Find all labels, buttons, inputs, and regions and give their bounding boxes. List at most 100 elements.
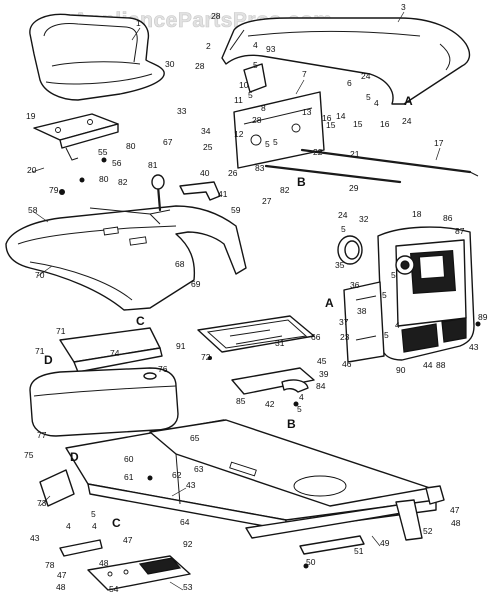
callout-28: 28 xyxy=(252,115,262,125)
callout-18: 18 xyxy=(412,209,422,219)
callout-20: 20 xyxy=(27,165,37,175)
callout-5: 5 xyxy=(265,139,270,149)
callout-46: 46 xyxy=(342,359,352,369)
side-bracket xyxy=(343,281,385,363)
callout-2: 2 xyxy=(206,41,211,51)
callout-52: 52 xyxy=(423,526,433,536)
callout-29: 29 xyxy=(349,183,359,193)
section-letter-b: B xyxy=(287,417,296,431)
callout-55: 55 xyxy=(98,147,108,157)
callout-76: 76 xyxy=(158,364,168,374)
callout-8: 8 xyxy=(261,103,266,113)
callout-26: 26 xyxy=(228,168,238,178)
callout-24: 24 xyxy=(338,210,348,220)
callout-71: 71 xyxy=(35,346,45,356)
callout-63: 63 xyxy=(194,464,204,474)
floor-pan xyxy=(197,315,315,353)
callout-16: 16 xyxy=(322,113,332,123)
callout-82: 82 xyxy=(118,177,128,187)
callout-64: 64 xyxy=(180,517,190,527)
callout-45: 45 xyxy=(317,356,327,366)
arm-40 xyxy=(179,181,221,201)
shift-lever xyxy=(149,174,171,215)
hardware-fasteners xyxy=(59,157,481,569)
callout-67: 67 xyxy=(163,137,173,147)
callout-22: 22 xyxy=(313,147,323,157)
rod-29 xyxy=(264,164,402,184)
section-letter-a: A xyxy=(404,94,413,108)
callout-17: 17 xyxy=(434,138,444,148)
callout-28: 28 xyxy=(195,61,205,71)
callout-93: 93 xyxy=(266,44,276,54)
callout-21: 21 xyxy=(350,149,360,159)
callout-47: 47 xyxy=(57,570,67,580)
callout-37: 37 xyxy=(339,317,349,327)
callout-74: 74 xyxy=(110,348,120,358)
callout-5: 5 xyxy=(366,92,371,102)
callout-7: 7 xyxy=(302,69,307,79)
bracket-93 xyxy=(243,63,267,93)
callout-39: 39 xyxy=(319,369,329,379)
callout-83: 83 xyxy=(255,163,265,173)
callout-81: 81 xyxy=(148,160,158,170)
callout-15: 15 xyxy=(326,120,336,130)
callout-28: 28 xyxy=(211,11,221,21)
callout-72: 72 xyxy=(201,352,211,362)
callout-5: 5 xyxy=(248,90,253,100)
callout-61: 61 xyxy=(124,472,134,482)
callout-89: 89 xyxy=(478,312,488,322)
callout-38: 38 xyxy=(357,306,367,316)
callout-85: 85 xyxy=(236,396,246,406)
section-letter-a: A xyxy=(325,296,334,310)
callout-5: 5 xyxy=(91,509,96,519)
callout-19: 19 xyxy=(26,111,36,121)
battery-bracket xyxy=(59,327,163,373)
callout-53: 53 xyxy=(183,582,193,592)
callout-48: 48 xyxy=(56,582,66,592)
callout-10: 10 xyxy=(239,80,249,90)
fender xyxy=(5,205,247,311)
rail-51 xyxy=(299,535,365,555)
callout-34: 34 xyxy=(201,126,211,136)
callout-41: 41 xyxy=(218,189,228,199)
tank xyxy=(29,367,179,437)
callout-4: 4 xyxy=(92,521,97,531)
callout-47: 47 xyxy=(450,505,460,515)
callout-13: 13 xyxy=(302,107,312,117)
headlight xyxy=(337,235,363,265)
callout-5: 5 xyxy=(253,60,258,70)
callout-48: 48 xyxy=(99,558,109,568)
callout-16: 16 xyxy=(380,119,390,129)
callout-62: 62 xyxy=(172,470,182,480)
callout-40: 40 xyxy=(200,168,210,178)
callout-1: 1 xyxy=(136,18,141,28)
callout-54: 54 xyxy=(109,584,119,594)
callout-86: 86 xyxy=(443,213,453,223)
callout-15: 15 xyxy=(353,119,363,129)
grille-housing xyxy=(377,226,475,361)
callout-77: 77 xyxy=(37,430,47,440)
callout-24: 24 xyxy=(361,71,371,81)
callout-78: 78 xyxy=(45,560,55,570)
callout-48: 48 xyxy=(451,518,461,528)
callout-47: 47 xyxy=(123,535,133,545)
bracket-47 xyxy=(425,485,445,505)
pedal-84 xyxy=(281,379,309,393)
pin-78 xyxy=(59,539,103,557)
callout-79: 79 xyxy=(49,185,59,195)
callout-5: 5 xyxy=(341,224,346,234)
dash-panel xyxy=(233,91,325,169)
callout-12: 12 xyxy=(234,129,244,139)
footrest xyxy=(87,555,191,591)
callout-80: 80 xyxy=(126,141,136,151)
callout-70: 70 xyxy=(35,270,45,280)
side-bracket-detail xyxy=(355,295,377,341)
leader-lines xyxy=(31,11,441,591)
callout-4: 4 xyxy=(66,521,71,531)
callout-35: 35 xyxy=(335,260,345,270)
callout-59: 59 xyxy=(231,205,241,215)
callout-58: 58 xyxy=(28,205,38,215)
